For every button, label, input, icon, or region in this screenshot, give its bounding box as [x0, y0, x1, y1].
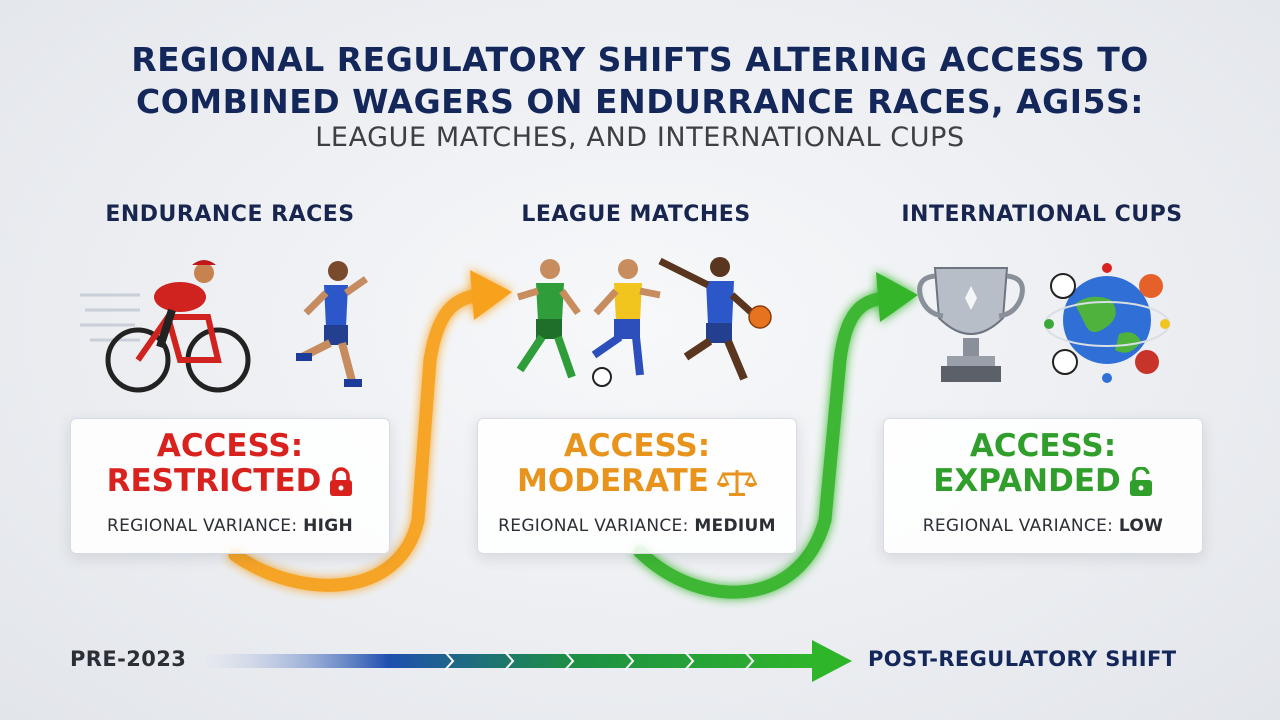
access-label-expanded: ACCESS: [969, 428, 1117, 464]
soccer-player-green-icon [516, 259, 581, 379]
lock-open-icon [1129, 466, 1152, 496]
variance-label-cups: REGIONAL VARIANCE: [922, 516, 1114, 536]
timeline-start-label: PRE-2023 [70, 647, 187, 671]
timeline-chevrons [444, 651, 755, 671]
lock-closed-icon [330, 466, 353, 496]
card-international-cups: ACCESS: EXPANDED REGIONAL VARIANCE: LOW [883, 418, 1203, 554]
orange-flow-arrow [228, 288, 487, 592]
league-illustration [516, 257, 772, 387]
timeline-end-label: POST-REGULATORY SHIFT [868, 647, 1177, 671]
sports-balls-icon [1044, 263, 1170, 383]
green-flow-arrow [633, 291, 892, 599]
basketball-player-icon [658, 257, 772, 381]
card-league-matches: ACCESS: MODERATE REGIONAL VARIANCE: MEDI… [477, 418, 797, 554]
cyclist-icon [105, 260, 251, 393]
access-label-moderate: ACCESS: [563, 428, 711, 464]
cups-illustration [917, 263, 1170, 383]
variance-value-endurance: HIGH [303, 516, 354, 536]
access-label-restricted: ACCESS: [156, 428, 304, 464]
variance-label-endurance: REGIONAL VARIANCE: [106, 516, 298, 536]
variance-value-league: MEDIUM [694, 516, 776, 536]
soccer-player-yellow-icon [591, 259, 661, 387]
card-endurance-races: ACCESS: RESTRICTED REGIONAL VARIANCE: HI… [70, 418, 390, 554]
scales-icon [716, 469, 757, 496]
trophy-icon [917, 267, 1025, 382]
globe-icon [1044, 276, 1170, 364]
heading-international-cups: INTERNATIONAL CUPS [901, 202, 1183, 227]
endurance-illustration [80, 260, 369, 393]
variance-label-league: REGIONAL VARIANCE: [498, 516, 689, 536]
heading-league-matches: LEAGUE MATCHES [521, 202, 751, 227]
runner-icon [296, 261, 369, 387]
orange-arrow-head [470, 270, 512, 320]
heading-endurance-races: ENDURANCE RACES [105, 202, 355, 227]
title-line-2: COMBINED WAGERS ON ENDURRANCE RACES, AGI… [136, 82, 1144, 121]
access-value-expanded: EXPANDED [933, 463, 1121, 499]
access-value-moderate: MODERATE [517, 463, 709, 499]
subtitle: LEAGUE MATCHES, AND INTERNATIONAL CUPS [315, 122, 965, 153]
access-value-restricted: RESTRICTED [106, 463, 322, 499]
title-line-1: REGIONAL REGULATORY SHIFTS ALTERING ACCE… [131, 40, 1149, 79]
timeline-arrow-head [812, 640, 852, 682]
timeline-bar [205, 654, 815, 668]
variance-value-cups: LOW [1118, 516, 1164, 536]
green-arrow-head [876, 272, 918, 322]
